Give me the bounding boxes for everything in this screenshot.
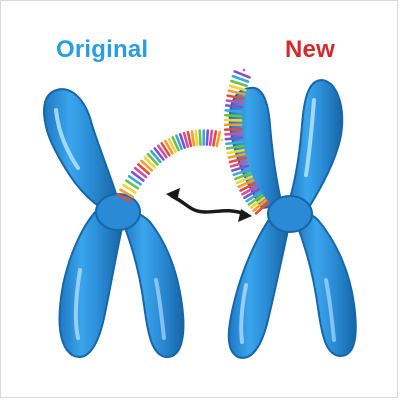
- right-strand-base-pair: [252, 199, 268, 212]
- left-strand-base-pair: [133, 166, 148, 179]
- left-strand-base-pair: [143, 156, 156, 169]
- left-strand-base-pair: [186, 130, 193, 148]
- left-chromosome-centromere: [95, 193, 141, 231]
- left-chromosome-lower-right-arm: [120, 211, 185, 359]
- right-strand-base-pair: [232, 168, 251, 177]
- left-strand-base-pair: [198, 129, 202, 146]
- right-strand-base-pair: [224, 132, 243, 136]
- left-chromosome-highlight-3: [154, 278, 166, 340]
- right-strand-base-pair: [223, 127, 243, 131]
- left-strand-base-pair: [175, 134, 183, 151]
- left-strand-base-pair: [116, 193, 132, 203]
- original-label: Original: [56, 36, 149, 63]
- left-dna-strand-icon: [116, 129, 224, 203]
- left-strand-base-pair: [215, 130, 222, 148]
- right-strand-base-pair: [227, 152, 246, 159]
- right-strand-base-pair: [229, 160, 248, 168]
- left-strand-base-pair: [212, 130, 218, 147]
- right-strand-base-pair: [225, 140, 244, 146]
- left-strand-base-pair: [178, 133, 186, 149]
- double-arrow-icon: [166, 188, 252, 222]
- right-strand-base-pair: [228, 156, 247, 164]
- left-strand-base-pair: [146, 152, 159, 166]
- right-strand-base-pair: [224, 108, 243, 114]
- new-chromosome-icon: [227, 78, 357, 359]
- left-strand-base-pair: [153, 147, 165, 161]
- right-chromosome-centromere: [267, 195, 313, 233]
- left-strand-base-pair: [190, 130, 196, 147]
- right-strand-base-pair: [249, 196, 266, 209]
- left-strand-base-pair: [160, 142, 171, 157]
- right-strand-base-pair: [235, 175, 253, 185]
- right-strand-base-pair: [254, 201, 270, 215]
- new-label: New: [285, 36, 335, 63]
- left-strand-base-pair: [136, 163, 151, 175]
- right-chromosome-highlight-2: [239, 283, 248, 344]
- right-strand-base-pair: [228, 84, 247, 92]
- left-strand-base-pair: [194, 129, 199, 147]
- left-strand-base-pair: [140, 159, 154, 172]
- left-chromosome-highlight: [54, 108, 80, 170]
- left-strand-base-pair: [122, 183, 137, 194]
- right-strand-base-pair: [233, 70, 251, 79]
- right-strand-base-pair: [225, 99, 244, 105]
- left-strand-base-pair: [124, 179, 140, 190]
- left-chromosome-highlight-2: [73, 268, 82, 340]
- original-chromosome-icon: [43, 88, 185, 359]
- left-chromosome-upper-left-arm: [43, 88, 120, 209]
- right-strand-base-pair: [224, 136, 244, 141]
- right-strand-base-pair: [226, 148, 245, 155]
- left-strand-base-pair: [167, 137, 177, 153]
- right-strand-base-pair: [239, 182, 257, 192]
- right-strand-base-pair: [247, 193, 264, 206]
- right-strand-base-pair: [234, 171, 252, 181]
- left-strand-base-pair: [127, 174, 142, 186]
- right-chromosome-highlight-3: [324, 278, 336, 342]
- right-chromosome-lower-left-arm: [227, 213, 290, 359]
- right-chromosome-highlight: [304, 98, 316, 177]
- left-strand-base-pair: [156, 144, 168, 159]
- left-strand-base-pair: [182, 131, 190, 148]
- right-strand-base-pair: [226, 94, 245, 101]
- left-strand-base-pair: [130, 170, 145, 182]
- right-strand-base-pair: [224, 104, 244, 109]
- left-strand-base-pair: [208, 129, 214, 147]
- right-strand-base-pair: [230, 79, 248, 88]
- right-strand-base-pair: [241, 185, 258, 196]
- right-strand-base-pair: [245, 191, 262, 203]
- left-strand-base-pair: [150, 149, 162, 164]
- left-strand-base-pair: [171, 136, 180, 152]
- right-strand-base-pair: [227, 89, 246, 96]
- left-strand-base-pair: [119, 188, 134, 199]
- right-strand-base-pair: [224, 113, 243, 118]
- right-strand-base-pair: [243, 188, 260, 200]
- right-dna-strand-icon: [223, 68, 270, 215]
- right-strand-base-pair: [225, 144, 245, 150]
- right-strand-base-pair: [231, 164, 249, 172]
- left-strand-base-pair: [164, 139, 174, 155]
- right-strand-base-pair: [231, 74, 250, 83]
- left-strand-base-pair: [205, 129, 210, 146]
- right-strand-base-pair: [237, 178, 255, 189]
